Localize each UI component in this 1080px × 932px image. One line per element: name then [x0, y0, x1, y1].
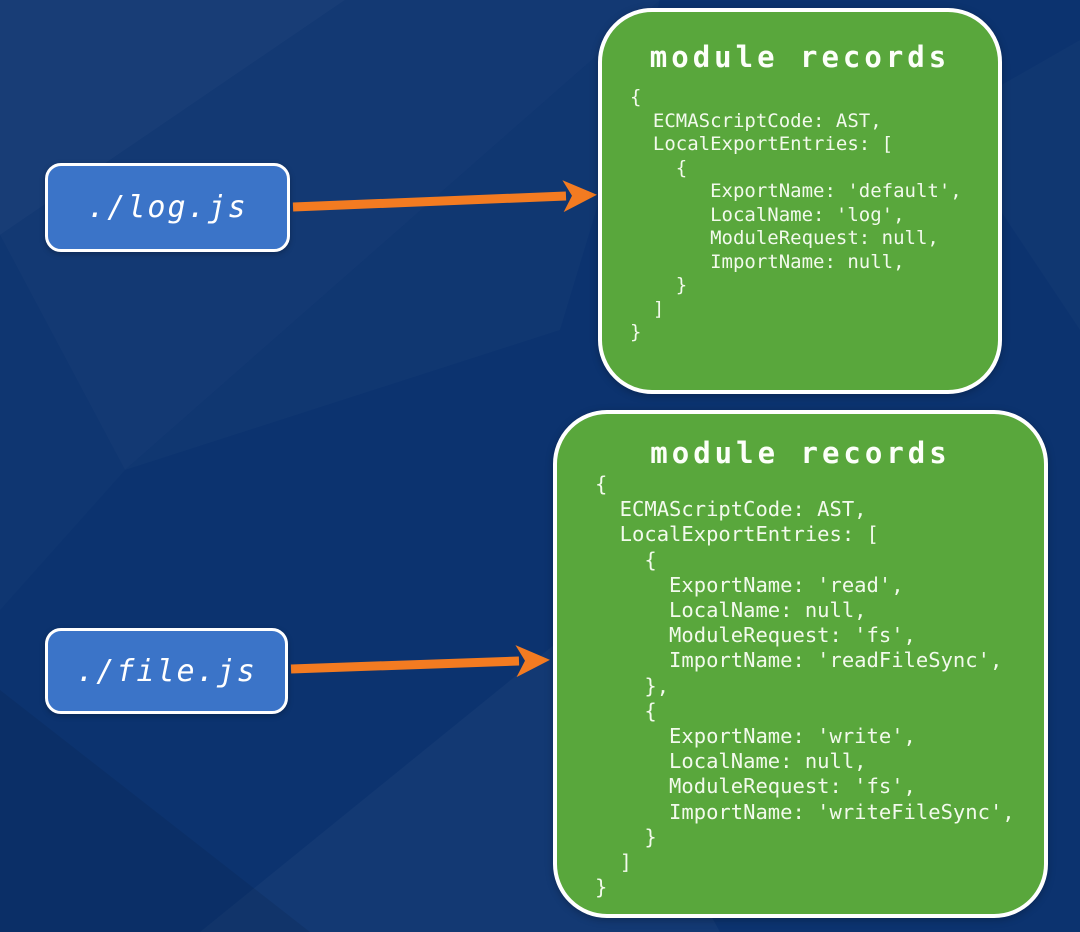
node-file-js-label: ./file.js: [76, 653, 257, 689]
node-log-js-label: ./log.js: [87, 190, 248, 225]
arrow-log-to-record: [292, 180, 597, 213]
module-record-card-file: module records { ECMAScriptCode: AST, Lo…: [553, 410, 1048, 918]
arrow-file-to-record: [290, 645, 550, 678]
module-record-code-file: { ECMAScriptCode: AST, LocalExportEntrie…: [595, 472, 1015, 900]
module-record-code-log: { ECMAScriptCode: AST, LocalExportEntrie…: [630, 86, 962, 343]
module-record-title: module records: [650, 436, 951, 470]
node-log-js: ./log.js: [45, 163, 290, 252]
module-record-card-log: module records { ECMAScriptCode: AST, Lo…: [598, 8, 1002, 394]
node-file-js: ./file.js: [45, 628, 288, 714]
module-record-title: module records: [649, 40, 951, 74]
